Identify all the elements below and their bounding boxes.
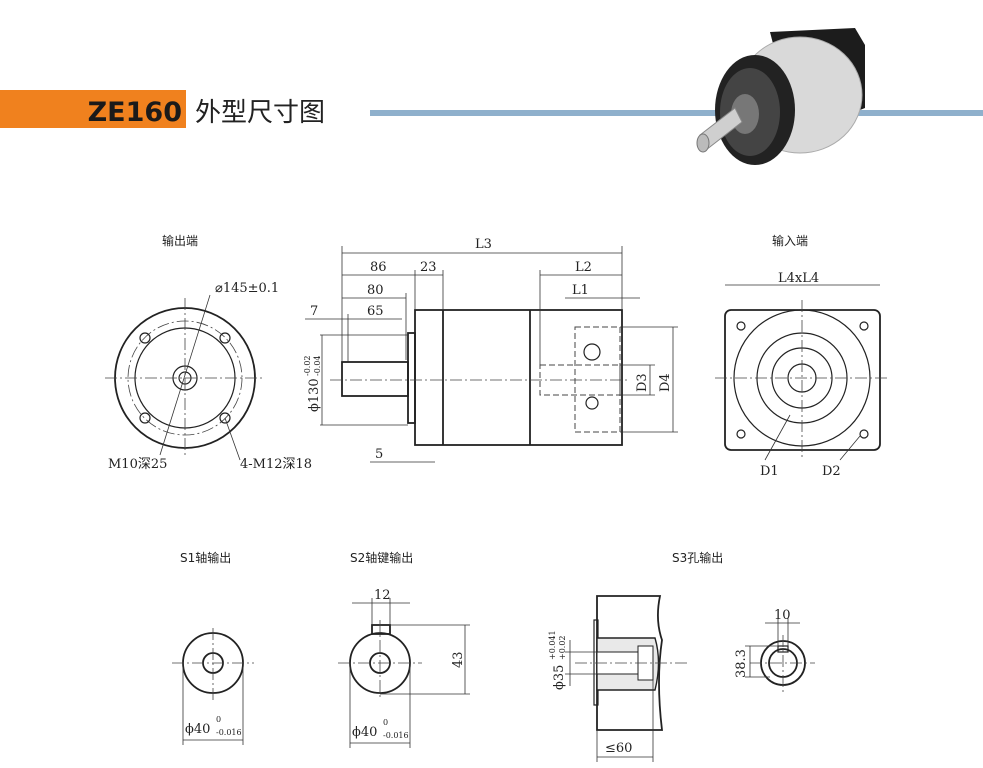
dim-D3: D3: [635, 373, 650, 392]
s3-tol-lower: +0.02: [558, 635, 567, 660]
dim-5: 5: [375, 447, 383, 462]
dim-7: 7: [310, 304, 318, 319]
dim-pilot: ϕ130: [307, 378, 322, 412]
dim-D4: D4: [658, 373, 673, 392]
model-label: ZE160: [88, 97, 182, 128]
input-end-label: 输入端: [772, 233, 808, 248]
center-tap-label: M10深25: [108, 457, 167, 472]
dim-L2: L2: [575, 260, 592, 275]
input-end-view: 输入端 L4xL4 D1 D2: [715, 233, 890, 479]
header-orange-bar: [0, 90, 186, 128]
pcd-label: ⌀145±0.1: [215, 281, 279, 296]
s2-dia: ϕ40: [352, 725, 377, 740]
s2-tol-upper: 0: [383, 718, 388, 727]
s2-view: S2轴键输出 12 43 ϕ40 0 -0.016: [338, 550, 470, 748]
dim-65: 65: [367, 304, 384, 319]
s3-height: 38.3: [734, 649, 749, 678]
pilot-tol-upper: -0.02: [303, 355, 312, 376]
header-rule: [370, 110, 983, 116]
dim-23: 23: [420, 260, 437, 275]
s1-tol-upper: 0: [216, 715, 221, 724]
output-end-label: 输出端: [162, 233, 198, 248]
dim-D1: D1: [760, 464, 779, 479]
s3-bore: ϕ35: [552, 665, 567, 690]
s3-view: S3孔输出 ϕ35 +0.041 +0.02 ≤60 10 38.3: [548, 550, 815, 762]
page-title: 外型尺寸图: [195, 98, 325, 128]
s2-label: S2轴键输出: [350, 550, 413, 565]
dim-86: 86: [370, 260, 387, 275]
s1-dia: ϕ40: [185, 722, 210, 737]
s3-depth: ≤60: [605, 741, 632, 756]
dim-L3: L3: [475, 237, 492, 252]
dim-L1: L1: [572, 283, 589, 298]
product-photo: [696, 28, 865, 165]
s3-key: 10: [774, 608, 791, 623]
side-view: L3 86 23 80 65 7 L2 L1 D3 D4 ϕ130 -0.02 …: [303, 237, 678, 463]
output-end-view: 输出端 ⌀145±0.1 M10深25 4-M12深18: [105, 233, 312, 472]
square-label: L4xL4: [778, 271, 819, 286]
s2-height: 43: [451, 651, 466, 668]
s3-label: S3孔输出: [672, 550, 723, 565]
s3-tol-upper: +0.041: [548, 630, 557, 660]
dim-D2: D2: [822, 464, 841, 479]
s2-tol-lower: -0.016: [383, 731, 409, 740]
s1-tol-lower: -0.016: [216, 728, 242, 737]
dim-80: 80: [367, 283, 384, 298]
header: ZE160 外型尺寸图: [0, 90, 983, 128]
pilot-tol-lower: -0.04: [313, 355, 322, 376]
s1-label: S1轴输出: [180, 550, 231, 565]
s1-view: S1轴输出 ϕ40 0 -0.016: [172, 550, 254, 745]
s2-key: 12: [374, 588, 391, 603]
bolt-hole-label: 4-M12深18: [240, 457, 312, 472]
